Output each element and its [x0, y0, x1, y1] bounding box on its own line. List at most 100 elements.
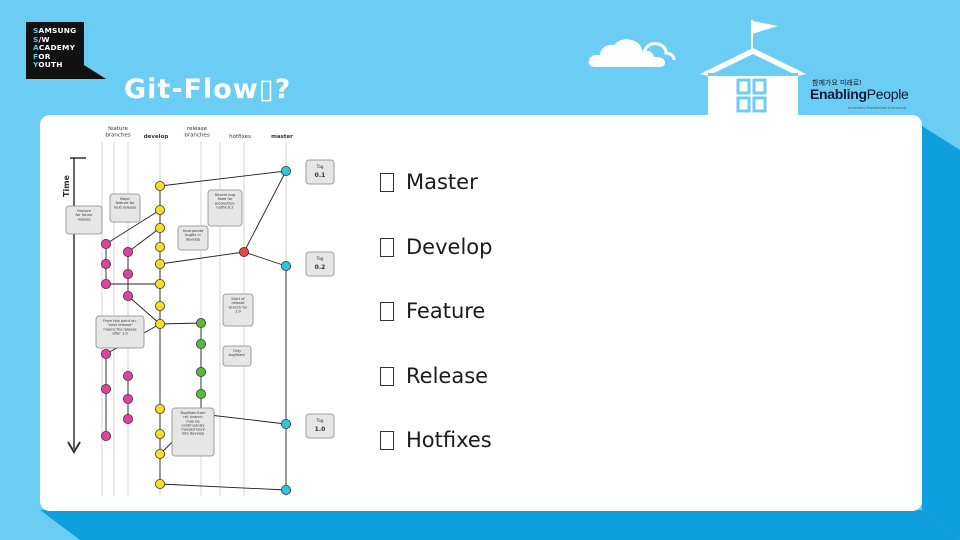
diagram-note: [171, 407, 215, 457]
logo-line: S/W: [33, 34, 50, 44]
commit-node: [123, 370, 134, 381]
bullet-item: Feature: [380, 299, 485, 323]
commit-link: [127, 295, 161, 325]
commit-node: [195, 317, 206, 328]
bullet-box-icon: [380, 237, 394, 257]
commit-link: [159, 170, 287, 187]
commit-node: [123, 393, 134, 404]
commit-node: [155, 478, 166, 489]
commit-link: [243, 170, 287, 253]
commit-node: [155, 403, 166, 414]
commit-node: [280, 166, 291, 177]
page-title: Git-Flow▯?: [124, 74, 292, 105]
commit-link: [105, 209, 161, 245]
commit-node: [155, 300, 166, 311]
brand-name-bold: Enabling: [810, 86, 867, 102]
brand-name: EnablingPeople: [810, 86, 909, 102]
time-arrow-icon: [67, 441, 81, 454]
column-header: master: [271, 134, 293, 140]
bullet-item: Master: [380, 170, 478, 194]
commit-node: [123, 290, 134, 301]
commit-node: [280, 484, 291, 495]
bullet-item: Release: [380, 364, 488, 388]
commit-link: [200, 413, 287, 425]
commit-node: [155, 428, 166, 439]
commit-node: [101, 278, 112, 289]
cloud-icon: [586, 37, 676, 69]
version-tag: [305, 251, 335, 277]
commit-node: [195, 388, 206, 399]
version-tag: [305, 159, 335, 185]
time-label: Time: [62, 174, 71, 197]
commit-node: [101, 348, 112, 359]
brand-subtitle: Incredible Possibilities Unleashed: [848, 106, 907, 110]
commit-node: [123, 268, 134, 279]
version-tag-caption: Tag: [316, 418, 324, 423]
diagram-note-text: From this point on,"next release"means t…: [103, 319, 137, 335]
bullet-box-icon: [380, 173, 394, 192]
column-header: hotfixes: [229, 134, 251, 140]
diagram-note: [177, 225, 209, 251]
commit-node: [155, 242, 166, 253]
commit-node: [155, 318, 166, 329]
commit-node: [101, 239, 112, 250]
commit-node: [238, 247, 249, 258]
version-tag: [305, 413, 335, 439]
commit-node: [101, 258, 112, 269]
bullet-label: Develop: [406, 234, 493, 259]
bullet-item: Develop: [380, 235, 492, 259]
logo-line: SAMSUNG: [33, 26, 77, 35]
bullet-label: Hotfixes: [406, 428, 492, 452]
logo-line: FOR: [33, 51, 51, 61]
commit-node: [155, 258, 166, 269]
commit-link: [243, 251, 287, 267]
commit-node: [155, 181, 166, 192]
commit-node: [123, 413, 134, 424]
diagram-note: [95, 315, 145, 349]
commit-node: [101, 430, 112, 441]
commit-link: [159, 251, 245, 265]
logo-line: ACADEMY: [33, 43, 76, 53]
commit-node: [195, 366, 206, 377]
commit-node: [155, 448, 166, 459]
commit-link: [127, 227, 161, 253]
brand-logo: 함께가요 미래로! EnablingPeople Incredible Poss…: [810, 78, 930, 114]
academy-logo: [26, 22, 106, 79]
bullet-label: Release: [406, 363, 489, 388]
diagram-note: [109, 193, 141, 223]
logo-line: YOUTH: [33, 60, 63, 70]
bullet-box-icon: [380, 431, 394, 450]
diagram-note: [222, 345, 252, 367]
version-tag-caption: Tag: [316, 164, 324, 169]
version-tag-label: 1.0: [315, 426, 326, 433]
commit-link: [159, 322, 202, 325]
bullet-label: Feature: [406, 299, 486, 323]
commit-link: [159, 483, 287, 491]
commit-node: [155, 278, 166, 289]
diagram-note: [207, 189, 243, 227]
school-house-icon: [700, 20, 806, 116]
commit-node: [280, 260, 291, 271]
commit-node: [123, 247, 134, 258]
brand-name-thin: People: [866, 86, 909, 102]
bullet-box-icon: [380, 366, 394, 386]
diagram-note: [222, 293, 254, 327]
commit-node: [155, 205, 166, 216]
bullet-box-icon: [380, 302, 394, 321]
version-tag-caption: Tag: [316, 256, 324, 261]
bullet-label: Master: [406, 170, 478, 194]
commit-node: [280, 418, 291, 429]
commit-node: [101, 383, 112, 394]
commit-node: [195, 338, 206, 349]
